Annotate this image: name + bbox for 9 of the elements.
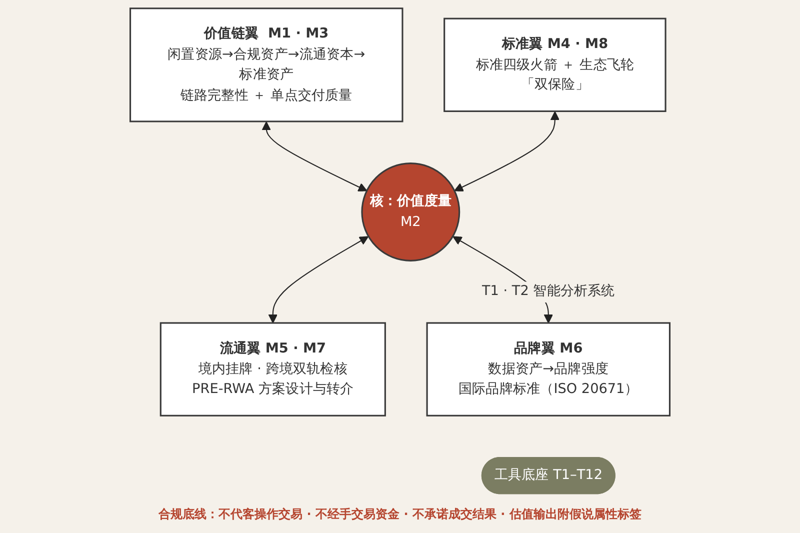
edge-label: T1 · T2 智能分析系统 [482,284,615,300]
node-box: 价值链翼 M1 · M3 闲置资源→合规资产→流通资本→标准资产 链路完整性 ＋ 单点交付质量 [129,8,404,122]
compliance-note: 合规底线：不代客操作交易 · 不经手交易资金 · 不承诺成交结果 · 估值输出附假说属性标签 [158,506,642,523]
arrow [268,236,369,324]
arrow [454,111,560,192]
node-box: 流通翼 M5 · M7 境内挂牌 · 跨境双轨检核 PRE-RWA 方案设计与转介 [160,322,386,416]
arrow [262,121,368,192]
node-box: 标准翼 M4 · M8 标准四级火箭 ＋ 生态飞轮 「双保险」 [444,18,666,112]
node-box: 品牌翼 M6 数据资产→品牌强度 国际品牌标准（ISO 20671） [426,322,671,416]
